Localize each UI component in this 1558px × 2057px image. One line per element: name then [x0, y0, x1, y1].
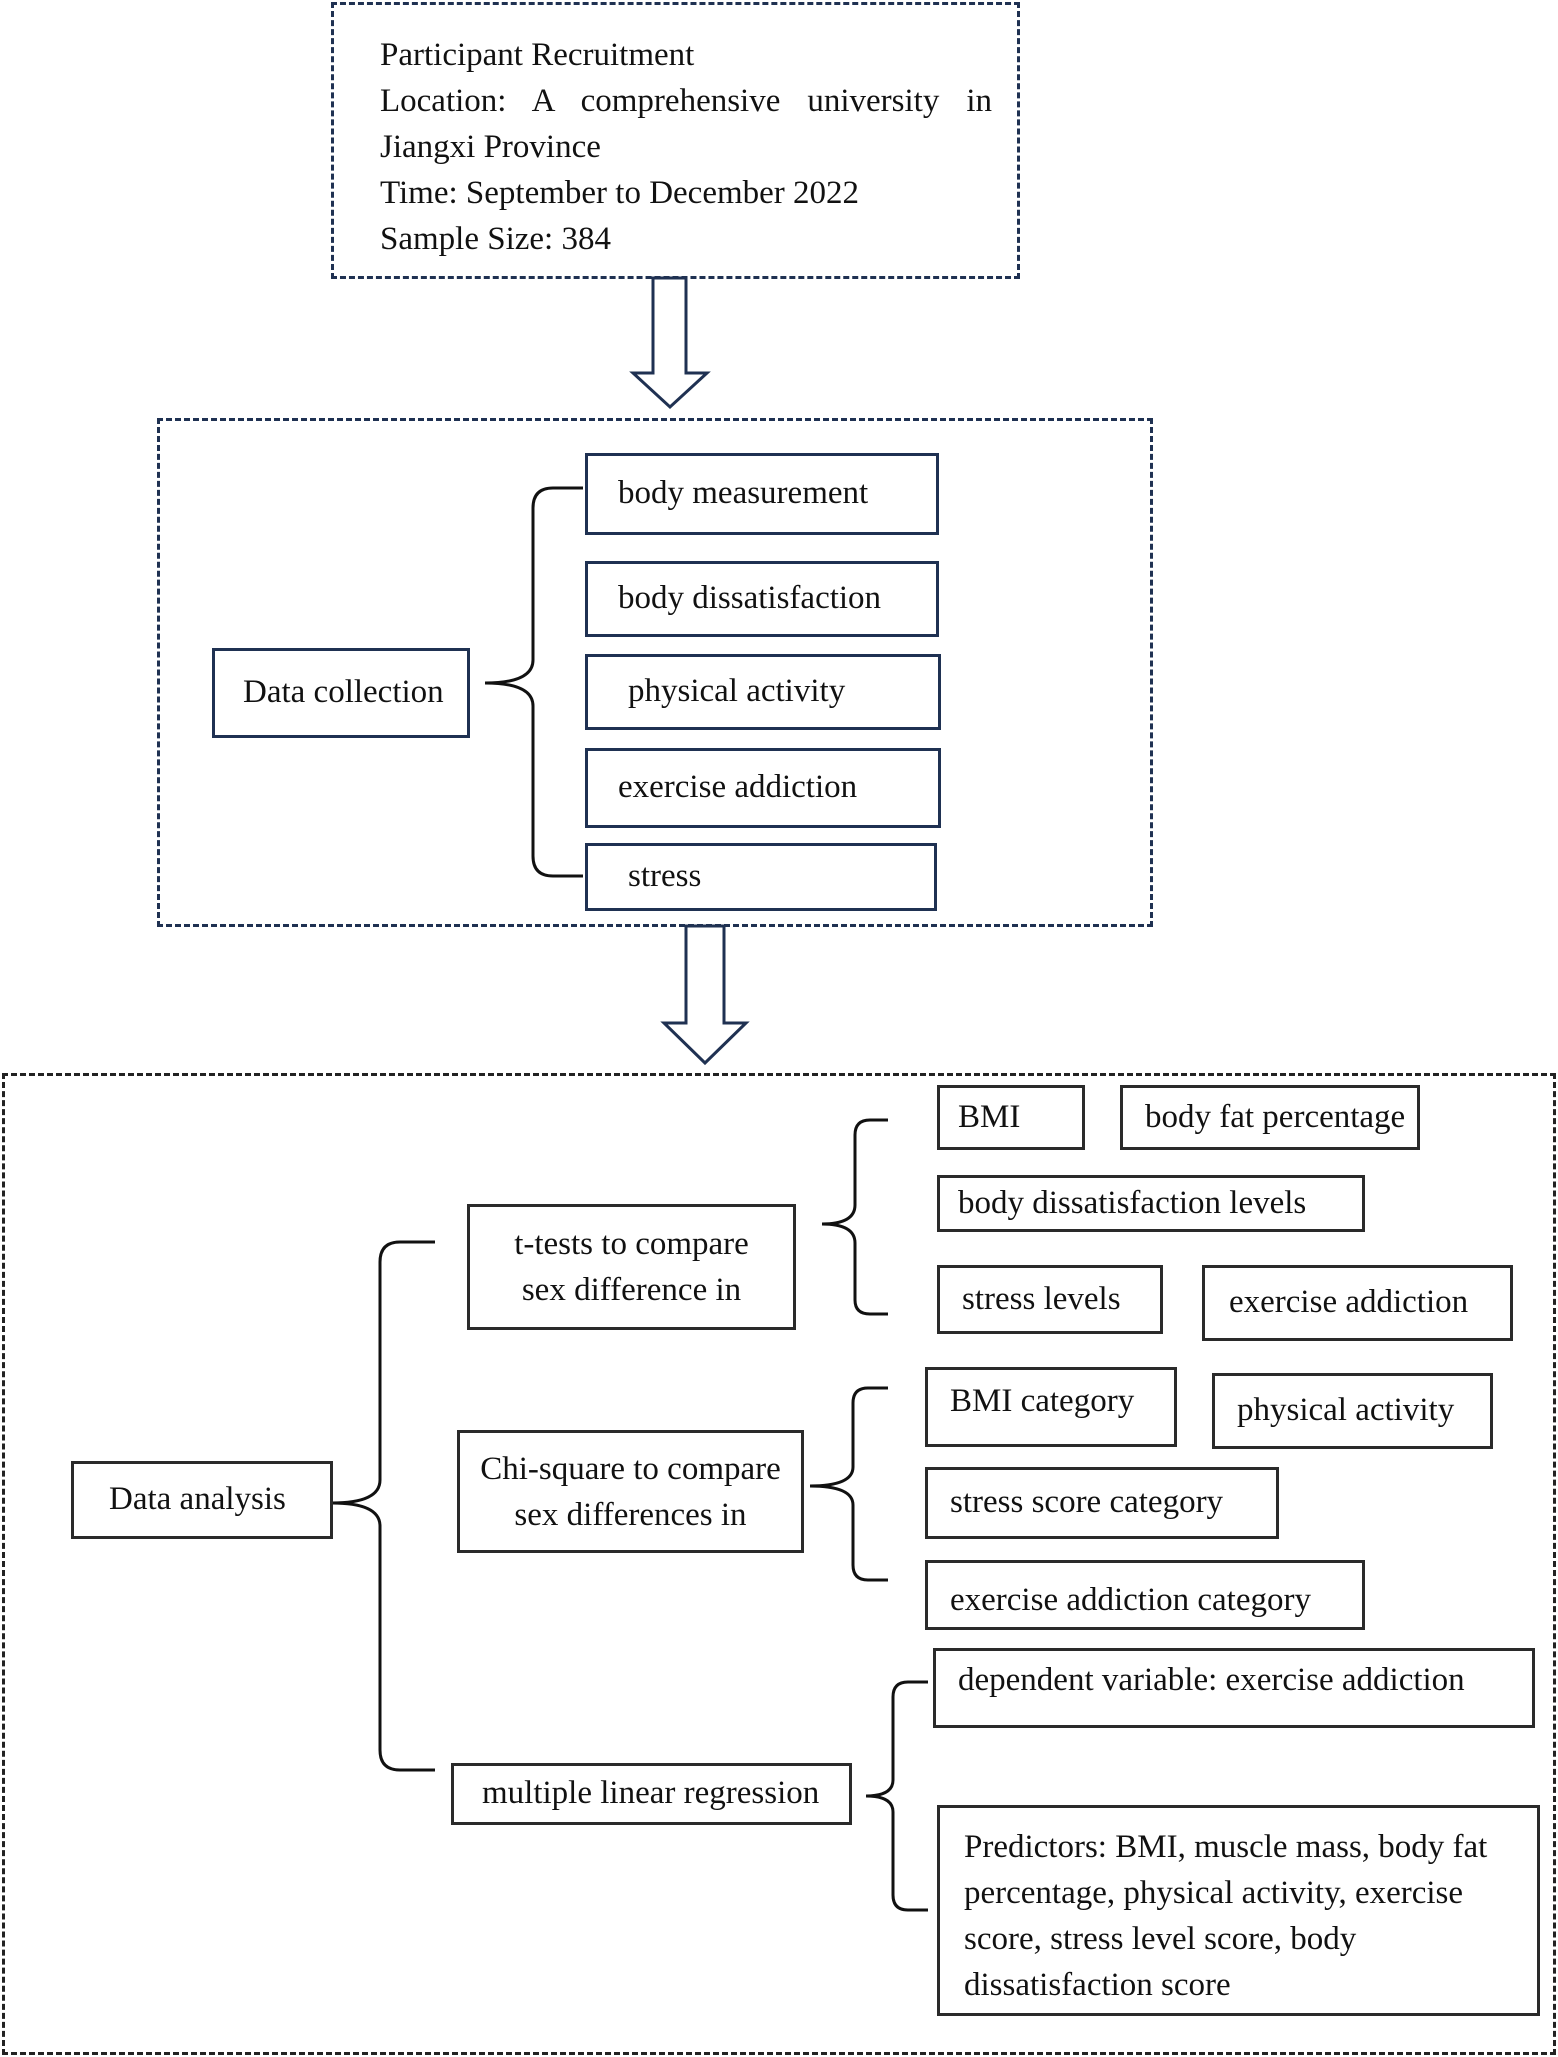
chisq-item-exercise-addiction-category: exercise addiction category	[925, 1560, 1365, 1630]
regression-dependent-variable: dependent variable: exercise addiction	[933, 1648, 1535, 1728]
collection-frame	[157, 418, 1153, 927]
collection-root: Data collection	[212, 648, 470, 738]
chisq-label: Chi-square to compare sex differences in	[457, 1430, 804, 1553]
ttest-item-bmi: BMI	[937, 1085, 1085, 1150]
chisq-label-line-2: sex differences in	[514, 1496, 747, 1533]
collection-item-exercise-addiction: exercise addiction	[585, 748, 941, 828]
recruitment-location-cont: Jiangxi Province	[380, 129, 601, 165]
regression-predictors: Predictors: BMI, muscle mass, body fat p…	[937, 1805, 1540, 2016]
down-arrow-1	[629, 276, 711, 410]
ttest-item-body-fat-percentage: body fat percentage	[1120, 1085, 1420, 1150]
chisq-item-stress-score-category: stress score category	[925, 1467, 1279, 1539]
ttest-label-line-1: t-tests to compare	[514, 1226, 749, 1262]
ttest-label-line-2: sex difference in	[521, 1272, 742, 1308]
regression-label: multiple linear regression	[451, 1763, 852, 1825]
collection-item-physical-activity: physical activity	[585, 654, 941, 730]
ttest-label: t-tests to compare sex difference in	[467, 1204, 796, 1330]
recruitment-sample-size: Sample Size: 384	[380, 221, 611, 257]
recruitment-frame	[331, 2, 1020, 279]
collection-item-body-measurement: body measurement	[585, 453, 939, 535]
ttest-brace	[821, 1118, 888, 1316]
ttest-item-stress-levels: stress levels	[937, 1265, 1163, 1334]
chisq-item-physical-activity: physical activity	[1212, 1373, 1493, 1449]
recruitment-time: Time: September to December 2022	[380, 175, 860, 211]
chisq-brace	[809, 1386, 888, 1582]
recruitment-text: Participant Recruitment Location: A comp…	[380, 32, 992, 262]
ttest-item-body-dissatisfaction-levels: body dissatisfaction levels	[937, 1175, 1365, 1232]
regression-brace	[865, 1680, 928, 1912]
chisq-item-bmi-category: BMI category	[925, 1367, 1177, 1447]
recruitment-location: Location: A comprehensive university in	[380, 83, 992, 119]
analysis-root: Data analysis	[71, 1461, 333, 1539]
ttest-item-exercise-addiction: exercise addiction	[1202, 1265, 1513, 1341]
collection-item-stress: stress	[585, 843, 937, 911]
recruitment-title: Participant Recruitment	[380, 37, 695, 73]
collection-brace	[484, 486, 583, 878]
collection-item-body-dissatisfaction: body dissatisfaction	[585, 561, 939, 637]
down-arrow-2	[660, 924, 750, 1066]
analysis-frame	[2, 1073, 1556, 2055]
chisq-label-line-1: Chi-square to compare	[480, 1450, 781, 1487]
